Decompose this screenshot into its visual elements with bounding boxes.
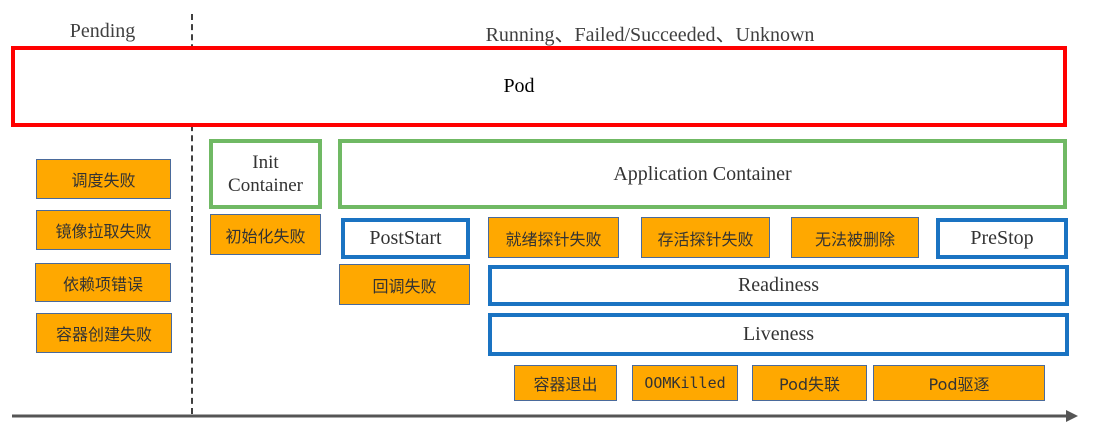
- failure-container-exit: 容器退出: [514, 365, 617, 401]
- pod-box: Pod: [11, 46, 1067, 127]
- failure-scheduling: 调度失败: [36, 159, 171, 199]
- failure-readiness-probe: 就绪探针失败: [488, 217, 619, 258]
- timeline-arrowhead-icon: [1066, 410, 1078, 422]
- init-container-box: Init Container: [209, 139, 322, 209]
- failure-pod-lost: Pod失联: [752, 365, 867, 401]
- pre-stop-hook-box: PreStop: [936, 218, 1068, 259]
- failure-pod-evicted: Pod驱逐: [873, 365, 1045, 401]
- init-container-label-1: Init: [252, 152, 279, 173]
- phase-label-running: Running、Failed/Succeeded、Unknown: [485, 24, 815, 46]
- failure-container-create: 容器创建失败: [36, 313, 172, 353]
- phase-divider: [191, 14, 193, 414]
- failure-callback: 回调失败: [339, 264, 470, 305]
- failure-init: 初始化失败: [210, 214, 321, 255]
- pod-label: Pod: [503, 75, 535, 97]
- application-container-label: Application Container: [613, 162, 792, 185]
- post-start-label: PostStart: [369, 227, 442, 249]
- liveness-label: Liveness: [742, 323, 815, 345]
- post-start-hook-box: PostStart: [341, 218, 470, 259]
- failure-image-pull: 镜像拉取失败: [36, 210, 171, 250]
- application-container-box: Application Container: [338, 139, 1067, 209]
- readiness-probe-box: Readiness: [488, 265, 1069, 306]
- init-container-label-2: Container: [228, 175, 303, 196]
- failure-cannot-delete: 无法被删除: [791, 217, 919, 258]
- readiness-label: Readiness: [737, 274, 820, 296]
- failure-dependency: 依赖项错误: [35, 263, 171, 302]
- pre-stop-label: PreStop: [970, 227, 1034, 249]
- failure-liveness-probe: 存活探针失败: [641, 217, 770, 258]
- failure-oomkilled: OOMKilled: [632, 365, 738, 401]
- phase-label-pending: Pending: [69, 20, 136, 42]
- liveness-probe-box: Liveness: [488, 313, 1069, 356]
